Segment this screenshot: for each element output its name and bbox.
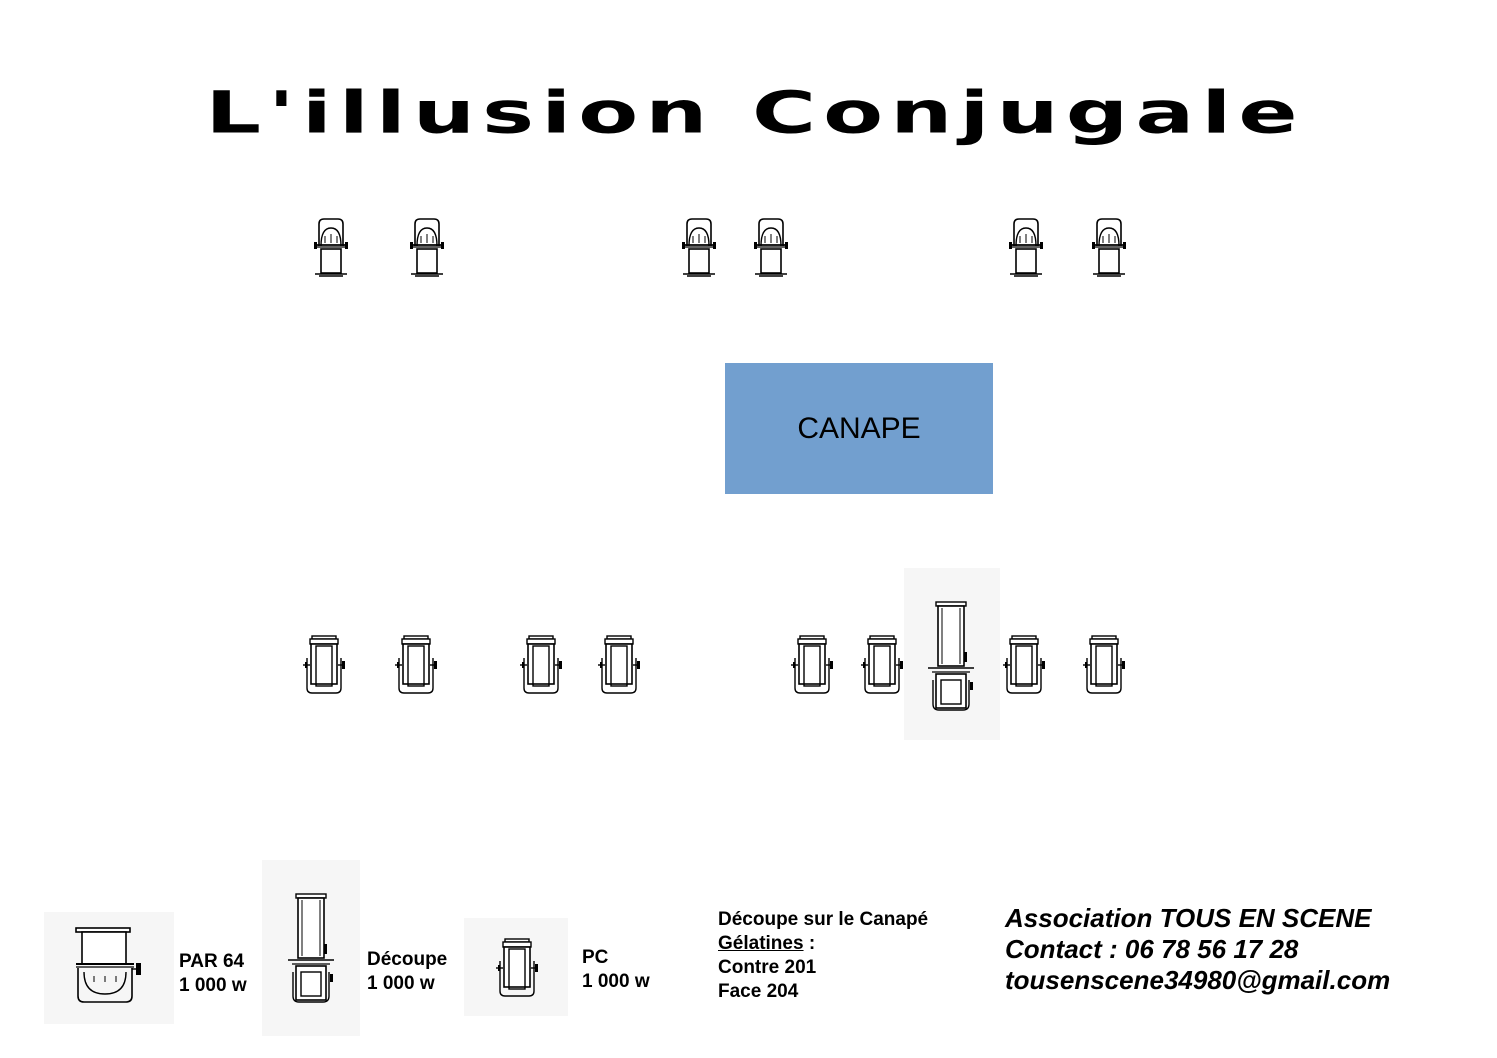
par64-icon: [1089, 216, 1129, 278]
contact-phone: Contact : 06 78 56 17 28: [1005, 934, 1299, 964]
notes-gelatines-label: Gélatines: [718, 933, 804, 954]
legend-pc-label: PC 1 000 w: [582, 946, 650, 994]
contact-block: Association TOUS EN SCENE Contact : 06 7…: [1005, 903, 1390, 996]
legend-decoupe-label: Découpe 1 000 w: [367, 948, 447, 996]
pc-icon: [790, 634, 834, 696]
contact-association: Association TOUS EN SCENE: [1005, 903, 1372, 933]
legend-pc-power: 1 000 w: [582, 971, 650, 992]
decoupe-icon: [926, 600, 976, 712]
legend-decoupe-icon: [286, 892, 336, 1004]
legend-pc-icon: [495, 937, 539, 999]
legend-decoupe-name: Découpe: [367, 949, 448, 970]
par64-icon: [751, 216, 791, 278]
par64-icon: [679, 216, 719, 278]
pc-icon: [1002, 634, 1046, 696]
canape-label: CANAPE: [797, 411, 921, 445]
legend-par64-power: 1 000 w: [179, 975, 247, 996]
notes-line1: Découpe sur le Canapé: [718, 909, 929, 930]
par64-icon: [1006, 216, 1046, 278]
legend-par64-name: PAR 64: [179, 951, 245, 972]
par64-icon: [407, 216, 447, 278]
pc-icon: [394, 634, 438, 696]
notes-gelatines-suffix: :: [803, 933, 816, 954]
legend-pc-name: PC: [582, 947, 609, 968]
pc-icon: [302, 634, 346, 696]
canape-box: CANAPE: [725, 363, 993, 494]
notes-contre: Contre 201: [718, 957, 817, 978]
notes-face: Face 204: [718, 981, 799, 1002]
lighting-notes: Découpe sur le Canapé Gélatines : Contre…: [718, 908, 928, 1004]
notes-gelatines: Gélatines :: [718, 932, 928, 956]
par64-icon: [311, 216, 351, 278]
legend-decoupe-power: 1 000 w: [367, 973, 435, 994]
pc-icon: [1082, 634, 1126, 696]
pc-icon: [519, 634, 563, 696]
pc-icon: [597, 634, 641, 696]
legend-par64-icon: [74, 926, 146, 1006]
legend-par64-label: PAR 64 1 000 w: [179, 950, 247, 998]
pc-icon: [860, 634, 904, 696]
contact-email[interactable]: tousenscene34980@gmail.com: [1005, 965, 1391, 995]
page-title: L'illusion Conjugale: [205, 79, 1305, 147]
